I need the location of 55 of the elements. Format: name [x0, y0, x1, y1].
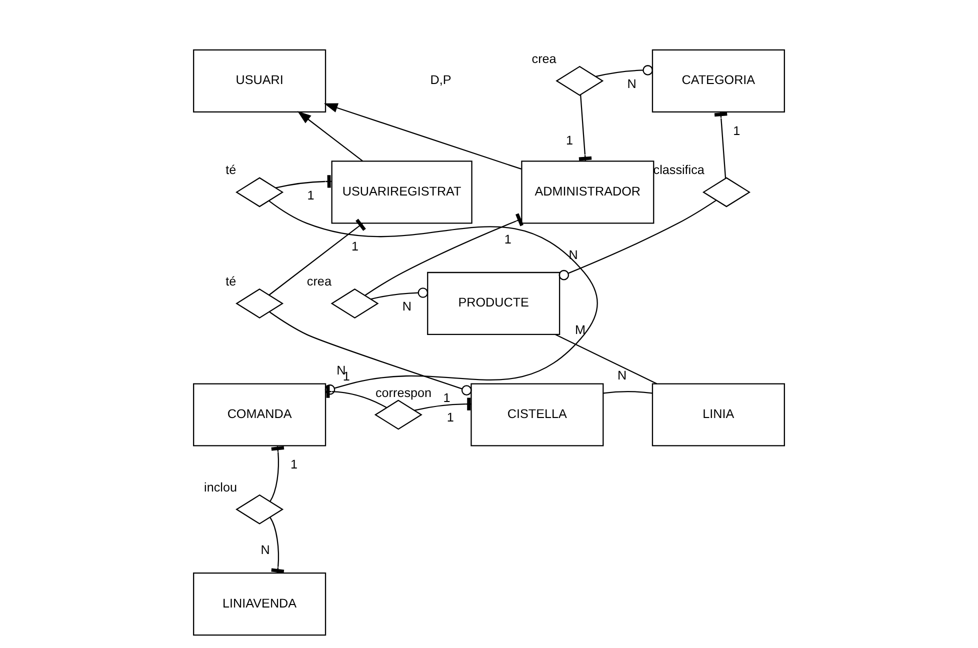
edge-label: 1	[290, 457, 298, 472]
node-diamond	[702, 177, 750, 208]
node-diamond	[330, 288, 379, 318]
node-box: CISTELLA	[470, 383, 604, 446]
connector	[276, 175, 332, 188]
node-label: té	[226, 274, 236, 288]
node-label: crea	[532, 52, 556, 66]
node-label: correspon	[375, 386, 432, 400]
connector	[714, 112, 728, 178]
edge-label: 1	[443, 391, 450, 406]
node-box: COMANDA	[193, 383, 326, 446]
connector	[578, 94, 592, 161]
edge-label: N	[627, 76, 636, 91]
edge-label: N	[618, 368, 627, 383]
edge-label: M	[574, 322, 586, 337]
connector	[603, 390, 652, 394]
label: D,P	[430, 73, 452, 88]
connector	[370, 288, 428, 300]
node-diamond	[374, 400, 422, 430]
edge-label: N	[402, 300, 412, 314]
edge-label: 1	[446, 410, 454, 425]
node-box: LINIAVENDA	[193, 572, 326, 636]
edge-label: 1	[307, 188, 314, 202]
node-diamond	[236, 494, 284, 524]
arrow	[297, 111, 364, 162]
connector	[270, 446, 284, 502]
edge-label: 1	[351, 240, 358, 254]
node-label: crea	[306, 274, 332, 288]
node-label: té	[226, 163, 236, 178]
edge-label: 1	[504, 232, 512, 246]
node-box: CATEGORIA	[652, 49, 785, 112]
node-box: USUARI	[193, 49, 326, 112]
connector	[268, 218, 366, 296]
connector	[269, 312, 472, 396]
node-label: inclou	[204, 480, 238, 494]
arrow	[324, 103, 522, 170]
node-box: PRODUCTE	[427, 272, 560, 336]
edge-label: 1	[566, 134, 573, 148]
connector	[270, 517, 284, 574]
node-box: ADMINISTRADOR	[521, 160, 654, 224]
node-diamond	[556, 66, 604, 96]
node-diamond	[236, 177, 284, 208]
connector	[596, 65, 653, 78]
node-label: classifica	[653, 163, 704, 178]
connector	[558, 200, 716, 280]
connector	[555, 334, 658, 384]
connector	[364, 213, 524, 296]
connector	[268, 200, 598, 395]
node-diamond	[236, 288, 284, 318]
edge-label: N	[336, 363, 346, 378]
edge-label: N	[260, 543, 270, 558]
edge-label: 1	[733, 124, 740, 138]
node-box: USUARIREGISTRAT	[331, 160, 472, 224]
node-box: LINIA	[652, 383, 785, 446]
edge-label: N	[568, 248, 578, 262]
